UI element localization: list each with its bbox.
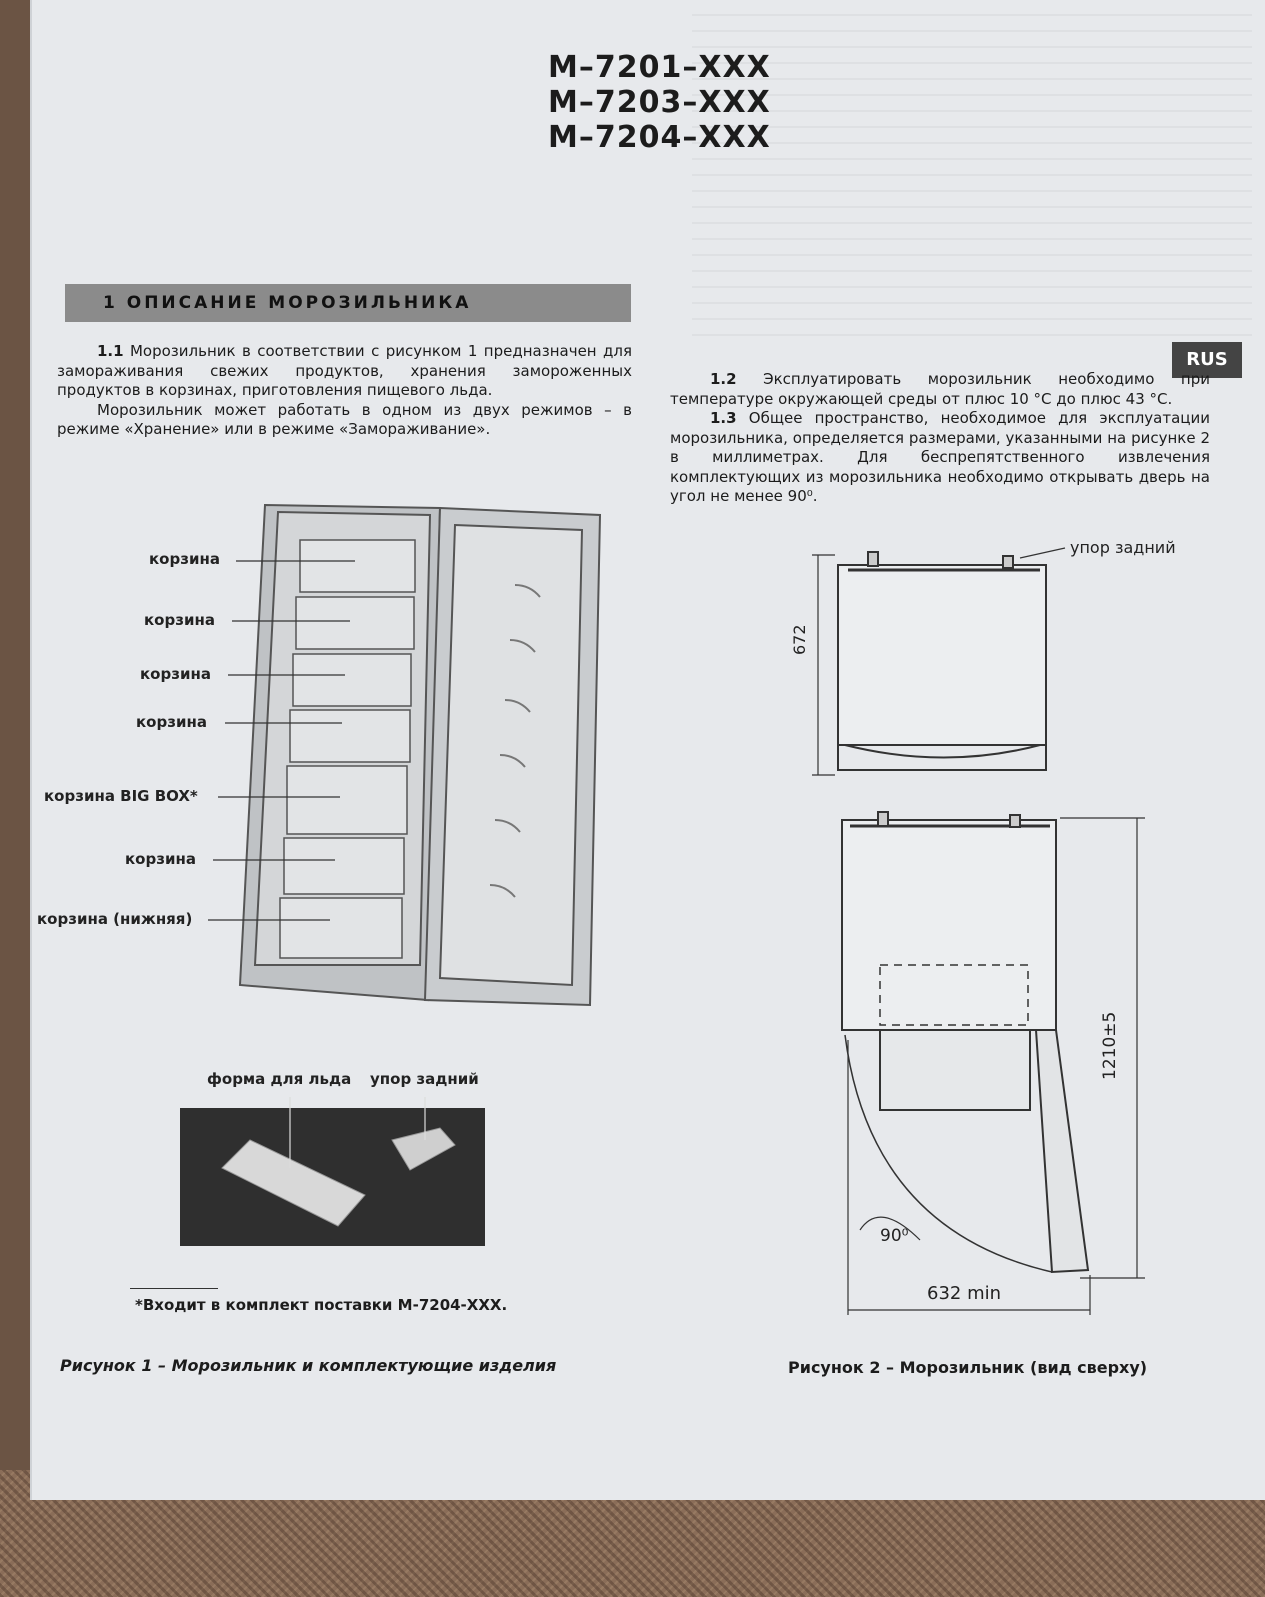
height-dimension: 1210±5 (1100, 1011, 1120, 1080)
language-tab: RUS (1172, 342, 1242, 378)
depth-dimension: 672 (790, 624, 809, 655)
model-7201: М–7201–ХХХ (548, 50, 771, 85)
model-7204: М–7204–ХХХ (548, 120, 771, 155)
manual-page (30, 0, 1265, 1500)
rear-stop-label: упор задний (370, 1070, 479, 1088)
paragraph-1-1: 1.1 Морозильник в соответствии с рисунко… (57, 342, 632, 440)
model-numbers: М–7201–ХХХ М–7203–ХХХ М–7204–ХХХ (548, 50, 771, 155)
para-number: 1.1 (97, 342, 124, 360)
angle-dimension: 90⁰ (880, 1226, 909, 1246)
footnote: *Входит в комплект поставки М-7204-ХХХ. (135, 1296, 508, 1314)
para-number: 1.2 (710, 370, 737, 388)
rear-stop-label-fig2: упор задний (1070, 538, 1176, 557)
section-header: 1 ОПИСАНИЕ МОРОЗИЛЬНИКА (65, 284, 631, 322)
basket-label: корзина (140, 665, 211, 683)
width-dimension: 632 min (927, 1283, 1002, 1304)
basket-label: корзина (136, 713, 207, 731)
para-text: Общее пространство, необходимое для эксп… (670, 409, 1210, 505)
basket-label: корзина (125, 850, 196, 868)
basket-label: корзина (144, 611, 215, 629)
figure-2-caption: Рисунок 2 – Морозильник (вид сверху) (788, 1358, 1148, 1377)
basket-label-bottom: корзина (нижняя) (37, 910, 193, 928)
basket-label: корзина (149, 550, 220, 568)
para-text: Морозильник в соответствии с рисунком 1 … (57, 342, 632, 399)
footnote-rule (130, 1288, 218, 1289)
figure-1-caption: Рисунок 1 – Морозильник и комплектующие … (60, 1356, 557, 1375)
paragraph-1-2-1-3: 1.2 Эксплуатировать морозильник необходи… (670, 370, 1210, 507)
bleed-through-text (692, 0, 1252, 340)
para-text: Эксплуатировать морозильник необходимо п… (670, 370, 1210, 408)
basket-label-bigbox: корзина BIG BOX* (44, 787, 198, 805)
section-title: 1 ОПИСАНИЕ МОРОЗИЛЬНИКА (103, 293, 472, 313)
model-7203: М–7203–ХХХ (548, 85, 771, 120)
para-text-modes: Морозильник может работать в одном из дв… (57, 400, 632, 439)
para-number: 1.3 (710, 409, 737, 427)
ice-tray-label: форма для льда (207, 1070, 352, 1088)
